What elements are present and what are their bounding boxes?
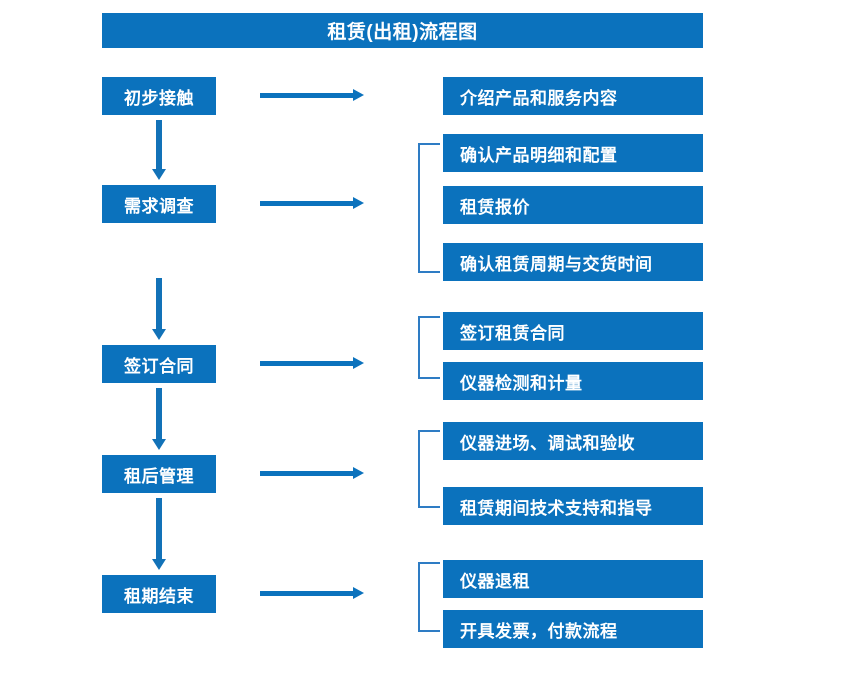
detail-box-5[interactable]: 签订租赁合同	[443, 312, 703, 350]
stage-box-2[interactable]: 需求调查	[102, 185, 216, 223]
horizontal-arrow-stage-4	[260, 465, 364, 483]
detail-box-9[interactable]: 仪器退租	[443, 560, 703, 598]
group-bracket-post-rental	[418, 430, 440, 508]
detail-box-2[interactable]: 确认产品明细和配置	[443, 134, 703, 172]
stage-box-3[interactable]: 签订合同	[102, 345, 216, 383]
vertical-arrow-4-to-5	[150, 498, 168, 570]
detail-box-3[interactable]: 租赁报价	[443, 186, 703, 224]
stage-box-1[interactable]: 初步接触	[102, 77, 216, 115]
detail-box-6[interactable]: 仪器检测和计量	[443, 362, 703, 400]
horizontal-arrow-stage-2	[260, 195, 364, 213]
chart-title-bar: 租赁(出租)流程图	[102, 13, 703, 48]
vertical-arrow-2-to-3	[150, 278, 168, 340]
group-bracket-needs-survey	[418, 143, 440, 273]
detail-box-4[interactable]: 确认租赁周期与交货时间	[443, 243, 703, 281]
stage-box-4[interactable]: 租后管理	[102, 455, 216, 493]
detail-box-7[interactable]: 仪器进场、调试和验收	[443, 422, 703, 460]
detail-box-1[interactable]: 介绍产品和服务内容	[443, 77, 703, 115]
detail-box-10[interactable]: 开具发票，付款流程	[443, 610, 703, 648]
detail-box-8[interactable]: 租赁期间技术支持和指导	[443, 487, 703, 525]
horizontal-arrow-stage-5	[260, 585, 364, 603]
stage-box-5[interactable]: 租期结束	[102, 575, 216, 613]
horizontal-arrow-stage-1	[260, 87, 364, 105]
group-bracket-rental-end	[418, 562, 440, 632]
vertical-arrow-3-to-4	[150, 388, 168, 450]
horizontal-arrow-stage-3	[260, 355, 364, 373]
group-bracket-contract	[418, 316, 440, 379]
vertical-arrow-1-to-2	[150, 120, 168, 180]
